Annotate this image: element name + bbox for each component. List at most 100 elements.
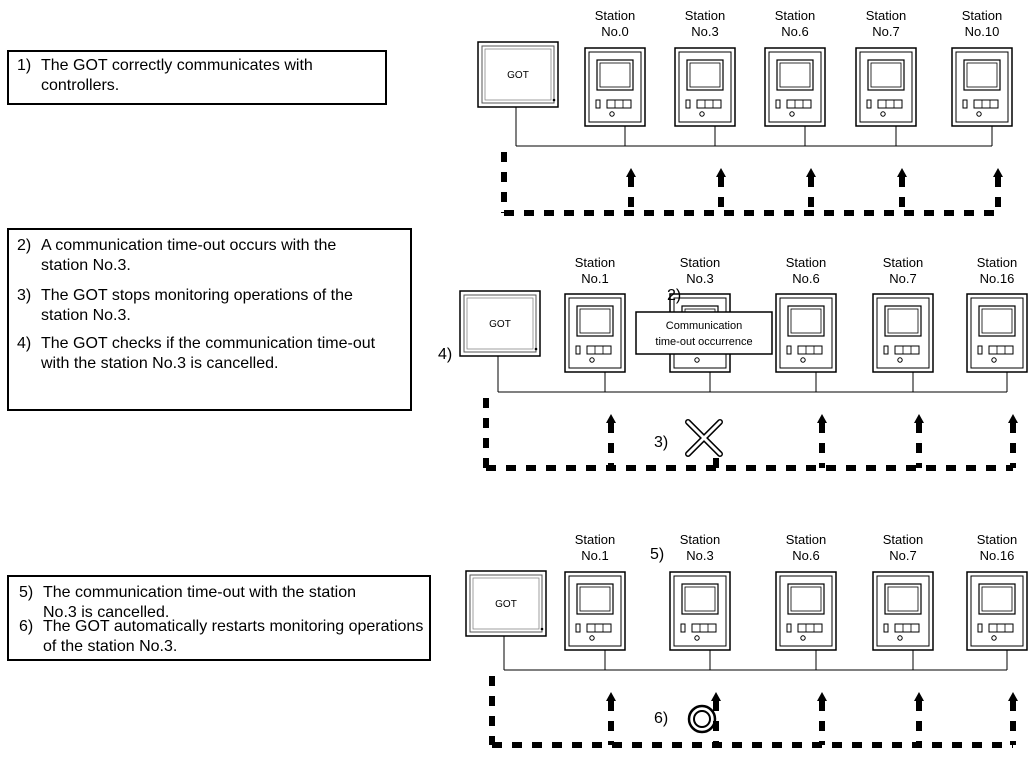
controller-inner	[970, 297, 1024, 369]
controller-inner	[876, 575, 930, 647]
got-led	[552, 98, 556, 102]
timeout-callout	[635, 311, 773, 355]
arrow-up-icon	[817, 692, 827, 745]
station-number: No.6	[792, 548, 819, 563]
note-number: 4)	[17, 335, 32, 352]
station-label: Station	[883, 255, 923, 270]
circle-outer	[687, 704, 717, 734]
got-led	[540, 627, 544, 631]
station-label: Station	[786, 255, 826, 270]
controller-switch	[883, 345, 889, 355]
arrow-head	[897, 168, 907, 177]
controller-keypad	[586, 345, 612, 355]
controller-display-inner	[779, 62, 811, 88]
got-frame	[459, 290, 541, 357]
arrow-up-icon	[993, 168, 1003, 213]
got-label: GOT	[489, 319, 511, 330]
diagram-panel-3: StationNo.1StationNo.3StationNo.6Station…	[465, 532, 1028, 748]
controller-body	[674, 47, 736, 127]
controller-display-inner	[966, 62, 998, 88]
controller-station	[966, 293, 1028, 373]
controller-connector	[609, 111, 615, 117]
controller-station	[775, 571, 837, 651]
station-number: No.7	[889, 271, 916, 286]
timeout-text-line1: Communication	[666, 320, 742, 332]
station-number: No.7	[872, 24, 899, 39]
station-number: No.1	[581, 548, 608, 563]
controller-keypad	[877, 99, 903, 109]
controller-station	[872, 571, 934, 651]
arrow-head	[606, 414, 616, 423]
arrow-head	[806, 168, 816, 177]
controller-keypad	[586, 623, 612, 633]
arrow-up-icon	[817, 414, 827, 468]
note-number: 2)	[17, 237, 32, 254]
controller-switch	[883, 623, 889, 633]
controller-display	[884, 583, 922, 615]
arrow-up-icon	[711, 692, 721, 745]
controller-keypad	[894, 345, 920, 355]
station-label: Station	[775, 8, 815, 23]
controller-connector	[694, 635, 700, 641]
arrow-head	[606, 692, 616, 701]
controller-switch	[786, 623, 792, 633]
arrow-head	[817, 414, 827, 423]
controller-inner	[588, 51, 642, 123]
station-number: No.3	[686, 271, 713, 286]
marker-5: 5)	[650, 546, 664, 563]
controller-station	[669, 571, 731, 651]
controller-switch	[685, 99, 691, 109]
marker-6: 6)	[654, 710, 668, 727]
controller-inner	[859, 51, 913, 123]
marker-2: 2)	[667, 287, 681, 304]
controller-inner	[568, 575, 622, 647]
got-label: GOT	[507, 70, 529, 81]
station-number: No.16	[980, 548, 1015, 563]
controller-keypad	[988, 345, 1014, 355]
controller-display-inner	[981, 308, 1013, 334]
arrow-up-icon	[914, 692, 924, 745]
timeout-text-line2: time-out occurrence	[655, 336, 752, 348]
marker-4: 4)	[438, 346, 452, 363]
controller-switch	[786, 345, 792, 355]
controller-connector	[789, 111, 795, 117]
circle-inner	[693, 710, 711, 728]
got-frame	[477, 41, 559, 108]
controller-display-inner	[887, 586, 919, 612]
controller-connector	[800, 635, 806, 641]
controller-station	[855, 47, 917, 127]
controller-display	[963, 59, 1001, 91]
controller-display	[787, 583, 825, 615]
controller-connector	[897, 357, 903, 363]
controller-switch	[595, 99, 601, 109]
got-terminal: GOT	[465, 570, 547, 637]
controller-display	[576, 305, 614, 337]
station-label: Station	[883, 532, 923, 547]
diagram-panel-2: StationNo.1StationNo.3StationNo.6Station…	[438, 255, 1028, 471]
station-label: Station	[680, 255, 720, 270]
station-label: Station	[680, 532, 720, 547]
arrow-head	[626, 168, 636, 177]
arrow-up-icon	[1008, 692, 1018, 745]
station-number: No.3	[686, 548, 713, 563]
controller-inner	[779, 575, 833, 647]
controller-display	[576, 583, 614, 615]
station-number: No.0	[601, 24, 628, 39]
controller-connector	[991, 635, 997, 641]
controller-inner	[678, 51, 732, 123]
arrow-head	[914, 692, 924, 701]
controller-inner	[673, 575, 727, 647]
station-label: Station	[575, 255, 615, 270]
controller-connector	[880, 111, 886, 117]
controller-connector	[694, 357, 700, 363]
controller-display	[787, 305, 825, 337]
controller-display-inner	[790, 308, 822, 334]
controller-inner	[768, 51, 822, 123]
arrow-up-icon	[806, 168, 816, 213]
arrow-head	[716, 168, 726, 177]
note-number: 6)	[19, 618, 34, 635]
arrow-head	[914, 414, 924, 423]
controller-switch	[977, 345, 983, 355]
controller-display-inner	[870, 62, 902, 88]
